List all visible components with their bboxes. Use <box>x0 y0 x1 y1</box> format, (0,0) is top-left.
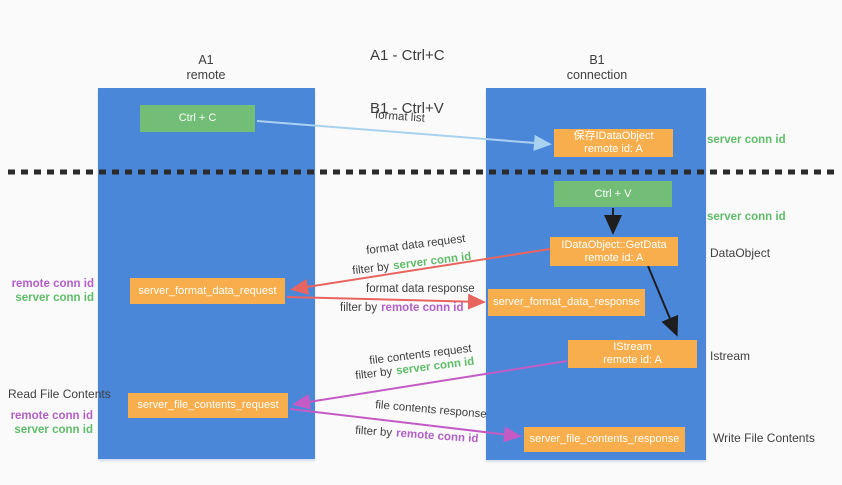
dataobject-label: DataObject <box>710 246 771 260</box>
left-column-header: A1 remote <box>146 53 266 83</box>
getdata-line2: remote id: A <box>584 251 644 264</box>
file-contents-response-label: file contents response <box>374 399 488 421</box>
ctrl-v-box: Ctrl + V <box>554 181 672 207</box>
server-format-data-request-box: server_format_data_request <box>130 278 285 304</box>
istream-box: IStream remote id: A <box>568 340 697 368</box>
remote-conn-id-text: remote conn id <box>395 427 479 446</box>
save-dataobject-line2: remote id: A <box>584 143 643 155</box>
ctrl-v-label: Ctrl + V <box>594 187 632 200</box>
title-line-2: B1 - Ctrl+V <box>370 99 444 117</box>
server-file-contents-response-box: server_file_contents_response <box>524 427 685 452</box>
server-file-contents-response-label: server_file_contents_response <box>529 433 680 445</box>
server-conn-id-label-top: server conn id <box>707 134 786 146</box>
server-file-contents-request-box: server_file_contents_request <box>128 393 288 418</box>
right-column-name: B1 <box>589 53 605 67</box>
server-conn-id-text: server conn id <box>15 292 94 304</box>
server-conn-id-label-mid: server conn id <box>707 211 786 223</box>
istream-side-label: Istream <box>710 349 751 363</box>
server-format-data-request-label: server_format_data_request <box>138 284 277 297</box>
filter-by-prefix: filter by <box>340 302 378 314</box>
left-column-name: A1 <box>198 53 214 67</box>
remote-conn-id-text: remote conn id <box>10 410 93 422</box>
server-file-contents-request-label: server_file_contents_request <box>137 399 279 411</box>
filter-by-prefix: filter by <box>354 424 393 440</box>
remote-conn-id-text: remote conn id <box>11 278 94 290</box>
server-format-data-response-box: server_format_data_response <box>488 289 645 316</box>
save-dataobject-box: 保存IDataObject remote id: A <box>554 129 673 157</box>
diagram-title: A1 - Ctrl+C B1 - Ctrl+V <box>370 12 445 152</box>
istream-line1: IStream <box>613 341 652 353</box>
left-conn-id-stack-2: remote conn id server conn id <box>0 409 93 437</box>
filter-by-prefix: filter by <box>351 260 390 278</box>
right-column-header: B1 connection <box>537 53 657 83</box>
right-column-role: connection <box>566 68 628 82</box>
getdata-box: IDataObject::GetData remote id: A <box>550 237 678 266</box>
remote-conn-id-text: remote conn id <box>381 302 464 314</box>
left-column-role: remote <box>186 68 226 82</box>
format-data-response-label: format data response <box>366 283 475 295</box>
ctrl-c-label: Ctrl + C <box>178 112 217 124</box>
server-conn-id-text: server conn id <box>14 424 93 436</box>
read-file-contents-label: Read File Contents <box>8 387 111 401</box>
save-dataobject-line1: 保存IDataObject <box>573 130 654 142</box>
server-format-data-response-label: server_format_data_response <box>493 296 640 308</box>
server-conn-id-text: server conn id <box>392 250 472 273</box>
left-conn-id-stack-1: remote conn id server conn id <box>0 277 94 305</box>
filter-by-prefix: filter by <box>354 365 393 383</box>
istream-line2: remote id: A <box>603 354 662 366</box>
write-file-contents-label: Write File Contents <box>713 431 815 445</box>
title-line-1: A1 - Ctrl+C <box>370 47 445 64</box>
getdata-line1: IDataObject::GetData <box>561 238 667 251</box>
ctrl-c-box: Ctrl + C <box>140 105 255 132</box>
